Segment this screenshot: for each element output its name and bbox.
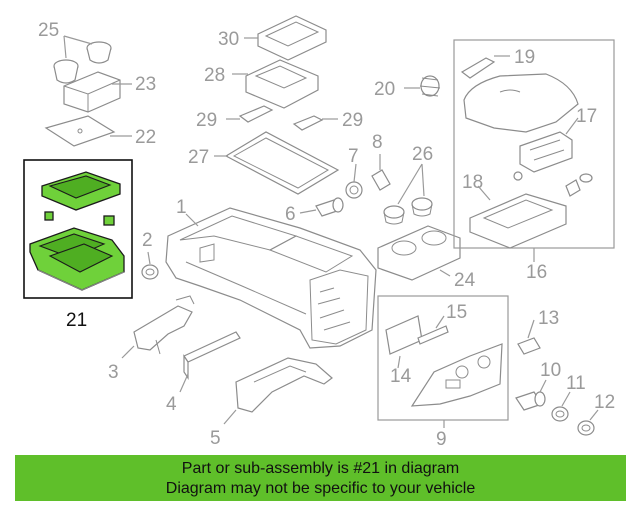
part-17-hinge[interactable]: [513, 117, 593, 197]
callout-7[interactable]: 7: [348, 146, 359, 167]
part-21-console-liner[interactable]: [29, 171, 125, 291]
callout-26[interactable]: 26: [412, 144, 433, 165]
callout-22[interactable]: 22: [135, 127, 156, 148]
callout-30[interactable]: 30: [218, 29, 239, 50]
callout-21[interactable]: 21: [66, 310, 87, 331]
info-banner: Part or sub-assembly is #21 in diagram D…: [15, 455, 626, 501]
part-armrest-lid[interactable]: [463, 73, 579, 133]
callout-10[interactable]: 10: [540, 360, 561, 381]
callout-29-right[interactable]: 29: [342, 110, 363, 131]
exploded-parts-diagram: 25 23 22 21 30 28: [23, 15, 615, 450]
banner-line-part-info: Part or sub-assembly is #21 in diagram: [181, 460, 460, 477]
callout-14[interactable]: 14: [390, 366, 412, 387]
callout-17[interactable]: 17: [576, 106, 597, 127]
callout-18[interactable]: 18: [462, 172, 483, 193]
part-26-cup-holders[interactable]: [383, 163, 433, 225]
callout-27[interactable]: 27: [188, 147, 209, 168]
callout-8[interactable]: 8: [372, 132, 383, 153]
part-25-cup-inserts[interactable]: [53, 35, 112, 84]
part-7-grommet[interactable]: [345, 163, 363, 199]
callout-20[interactable]: 20: [374, 79, 395, 100]
part-21-highlight-box: [23, 159, 133, 299]
part-rear-panel[interactable]: [385, 315, 503, 407]
part-9-group-box: [377, 295, 509, 421]
part-10-socket[interactable]: [515, 379, 547, 411]
part-27-lid-pad[interactable]: [214, 131, 340, 195]
part-22-bin-mat[interactable]: [44, 115, 132, 147]
part-12-cap[interactable]: [577, 409, 599, 436]
banner-line-disclaimer: Diagram may not be specific to your vehi…: [165, 480, 476, 497]
callout-16[interactable]: 16: [526, 262, 547, 283]
callout-12[interactable]: 12: [594, 392, 615, 413]
callout-15[interactable]: 15: [446, 302, 467, 323]
callout-3[interactable]: 3: [108, 362, 119, 383]
callout-28[interactable]: 28: [204, 65, 225, 86]
part-13-switch[interactable]: [517, 319, 541, 355]
callout-19[interactable]: 19: [514, 47, 535, 68]
callout-29-left[interactable]: 29: [196, 110, 217, 131]
part-6-fastener[interactable]: [299, 197, 344, 217]
part-1-console-assembly[interactable]: [165, 207, 377, 349]
part-5-lower-bracket[interactable]: [223, 357, 333, 425]
callout-1[interactable]: 1: [176, 197, 187, 218]
part-4-mount-plate[interactable]: [179, 331, 241, 393]
callout-11[interactable]: 11: [566, 373, 586, 394]
callout-23[interactable]: 23: [135, 74, 156, 95]
callout-9[interactable]: 9: [436, 429, 447, 450]
part-24-cupholder-tray[interactable]: [377, 225, 461, 281]
callout-6[interactable]: 6: [285, 204, 296, 225]
part-2-plug[interactable]: [141, 251, 159, 280]
callout-5[interactable]: 5: [210, 428, 221, 449]
part-29-clips[interactable]: [226, 105, 338, 131]
part-28-tray[interactable]: [232, 59, 319, 109]
callout-13[interactable]: 13: [538, 308, 559, 329]
callout-4[interactable]: 4: [166, 394, 177, 415]
part-30-upper-tray[interactable]: [244, 15, 327, 61]
part-18-lid-base[interactable]: [469, 185, 567, 249]
callout-25[interactable]: 25: [38, 20, 59, 41]
part-19-latch[interactable]: [460, 55, 510, 79]
part-11-cap[interactable]: [551, 391, 571, 422]
part-20-usb-port[interactable]: [404, 75, 441, 97]
part-23-storage-bin[interactable]: [63, 71, 132, 113]
part-3-bracket[interactable]: [121, 295, 195, 359]
callout-2[interactable]: 2: [142, 230, 153, 251]
part-8-lamp[interactable]: [371, 154, 391, 191]
callout-24[interactable]: 24: [454, 270, 476, 291]
